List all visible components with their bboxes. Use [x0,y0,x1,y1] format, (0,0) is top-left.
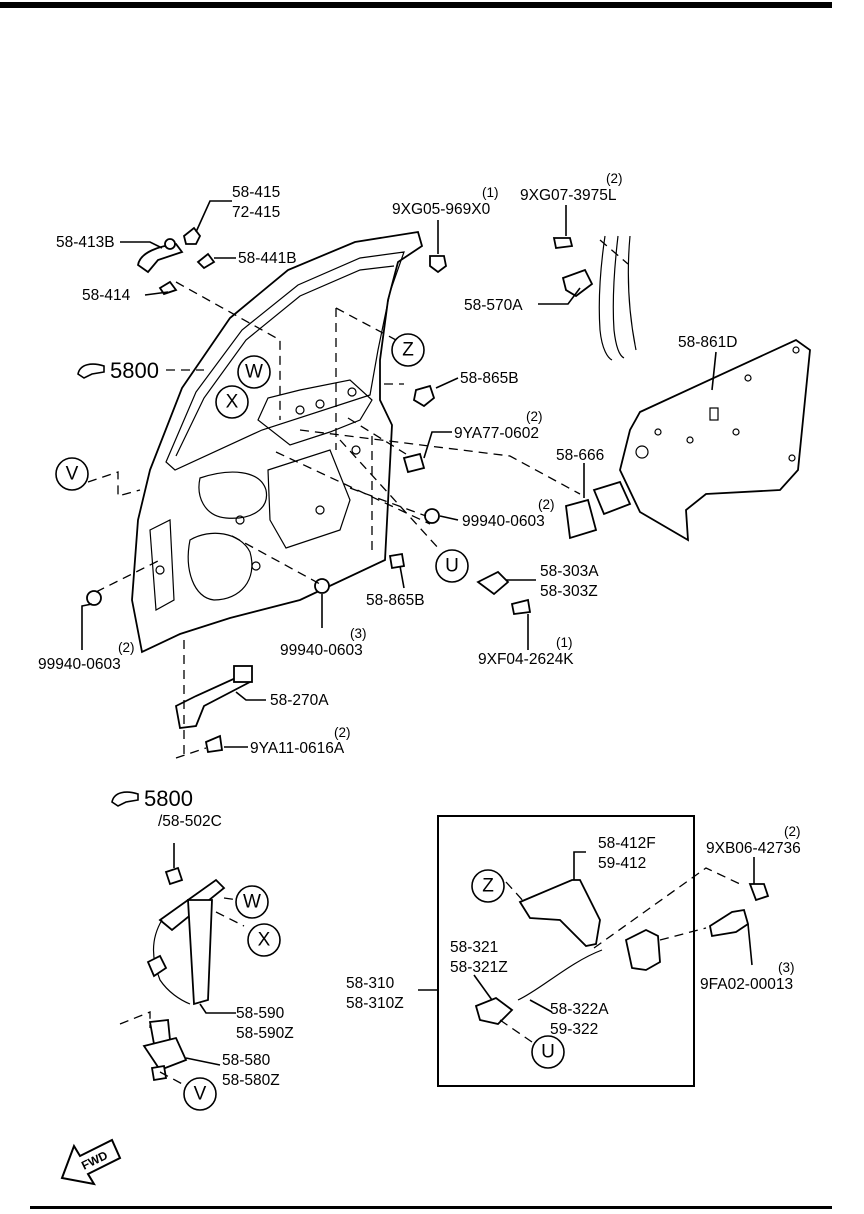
ref-5800-top: 5800 [77,358,204,383]
callout: 58-570A [464,297,523,314]
circle-x-top: X [215,385,249,419]
callout: 9YA11-0616A [250,740,345,757]
callout: 59-322 [550,1021,598,1038]
circle-u-top: U [435,549,469,583]
callout: 9XB06-42736 [706,840,801,857]
callout-qty: (2) [118,640,135,655]
svg-text:Z: Z [482,876,494,897]
callout-58-502c: /58-502C [158,813,222,830]
callout-qty: (2) [538,497,555,512]
callout: 58-413B [56,234,115,251]
svg-text:X: X [258,930,271,951]
callout: 58-321Z [450,959,508,976]
svg-text:U: U [541,1042,555,1063]
callout: 58-412F [598,835,656,852]
leader-lines [81,200,755,1066]
callout-qty: (2) [784,824,801,839]
callout-qty: (1) [556,635,573,650]
callout: 58-270A [270,692,329,709]
callout: 99940-0603 [38,656,121,673]
handle-parts [474,879,770,1025]
callout-qty: (2) [606,171,623,186]
circle-x-bottom: X [247,923,281,957]
callout: 58-303A [540,563,599,580]
callout: 58-441B [238,250,297,267]
callout: 9XG07-3975L [520,187,617,204]
circle-v-top: V [55,457,89,491]
callout: 58-590Z [236,1025,294,1042]
callout: 58-310Z [346,995,404,1012]
svg-text:5800: 5800 [144,786,193,811]
circle-w-bottom: W [235,885,269,919]
callout: 58-321 [450,939,498,956]
regulator [142,866,226,1082]
callout-qty: (3) [350,626,367,641]
bottom-rule [30,1206,832,1209]
pointing-hand-icon [111,791,139,807]
circle-v-bottom: V [183,1077,217,1111]
callout: 58-861D [678,334,737,351]
callout-qty: (3) [778,960,795,975]
dashed-guides [87,239,741,1087]
callout: 72-415 [232,204,280,221]
svg-text:U: U [445,556,459,577]
circle-z-top: Z [391,333,425,367]
top-rule [0,2,832,8]
callout: 58-865B [460,370,519,387]
callout: 58-322A [550,1001,609,1018]
callout: 58-415 [232,184,280,201]
ref-5800-bottom: 5800 /58-502C [111,786,222,830]
body-pillar [598,235,637,361]
callout: 9FA02-00013 [700,976,793,993]
callout-qty: (2) [526,409,543,424]
clip-parts [86,237,594,754]
callout: 9XG05-969X0 [392,201,491,218]
svg-text:X: X [226,392,239,413]
callout-qty: (2) [334,725,351,740]
callout: 58-590 [236,1005,285,1022]
callout: 99940-0603 [462,513,545,530]
circle-w-top: W [237,355,271,389]
svg-text:5800: 5800 [110,358,159,383]
circle-u-bottom: U [531,1035,565,1069]
svg-text:V: V [66,464,79,485]
callout: 58-310 [346,975,395,992]
pointing-hand-icon [77,363,105,379]
callout: 58-414 [82,287,131,304]
callout: 9XF04-2624K [478,651,574,668]
callout: 99940-0603 [280,642,363,659]
svg-text:V: V [194,1084,207,1105]
svg-text:Z: Z [402,340,414,361]
callout-qty: (1) [482,185,499,200]
svg-text:W: W [245,362,263,383]
handle-box [437,815,695,1087]
door-shell [131,230,424,654]
callout: 58-303Z [540,583,598,600]
mirror-parts [137,226,216,296]
callout: 58-865B [366,592,425,609]
waterproof-film [565,338,811,542]
svg-text:W: W [243,892,261,913]
callout: 59-412 [598,855,646,872]
callout: 58-580 [222,1052,271,1069]
callout: 58-580Z [222,1072,280,1089]
circle-z-bottom: Z [471,869,505,903]
fwd-arrow-icon: FWD [60,1138,122,1186]
callout: 9YA77-0602 [454,425,539,442]
door-check [174,665,253,729]
callout: 58-666 [556,447,604,464]
